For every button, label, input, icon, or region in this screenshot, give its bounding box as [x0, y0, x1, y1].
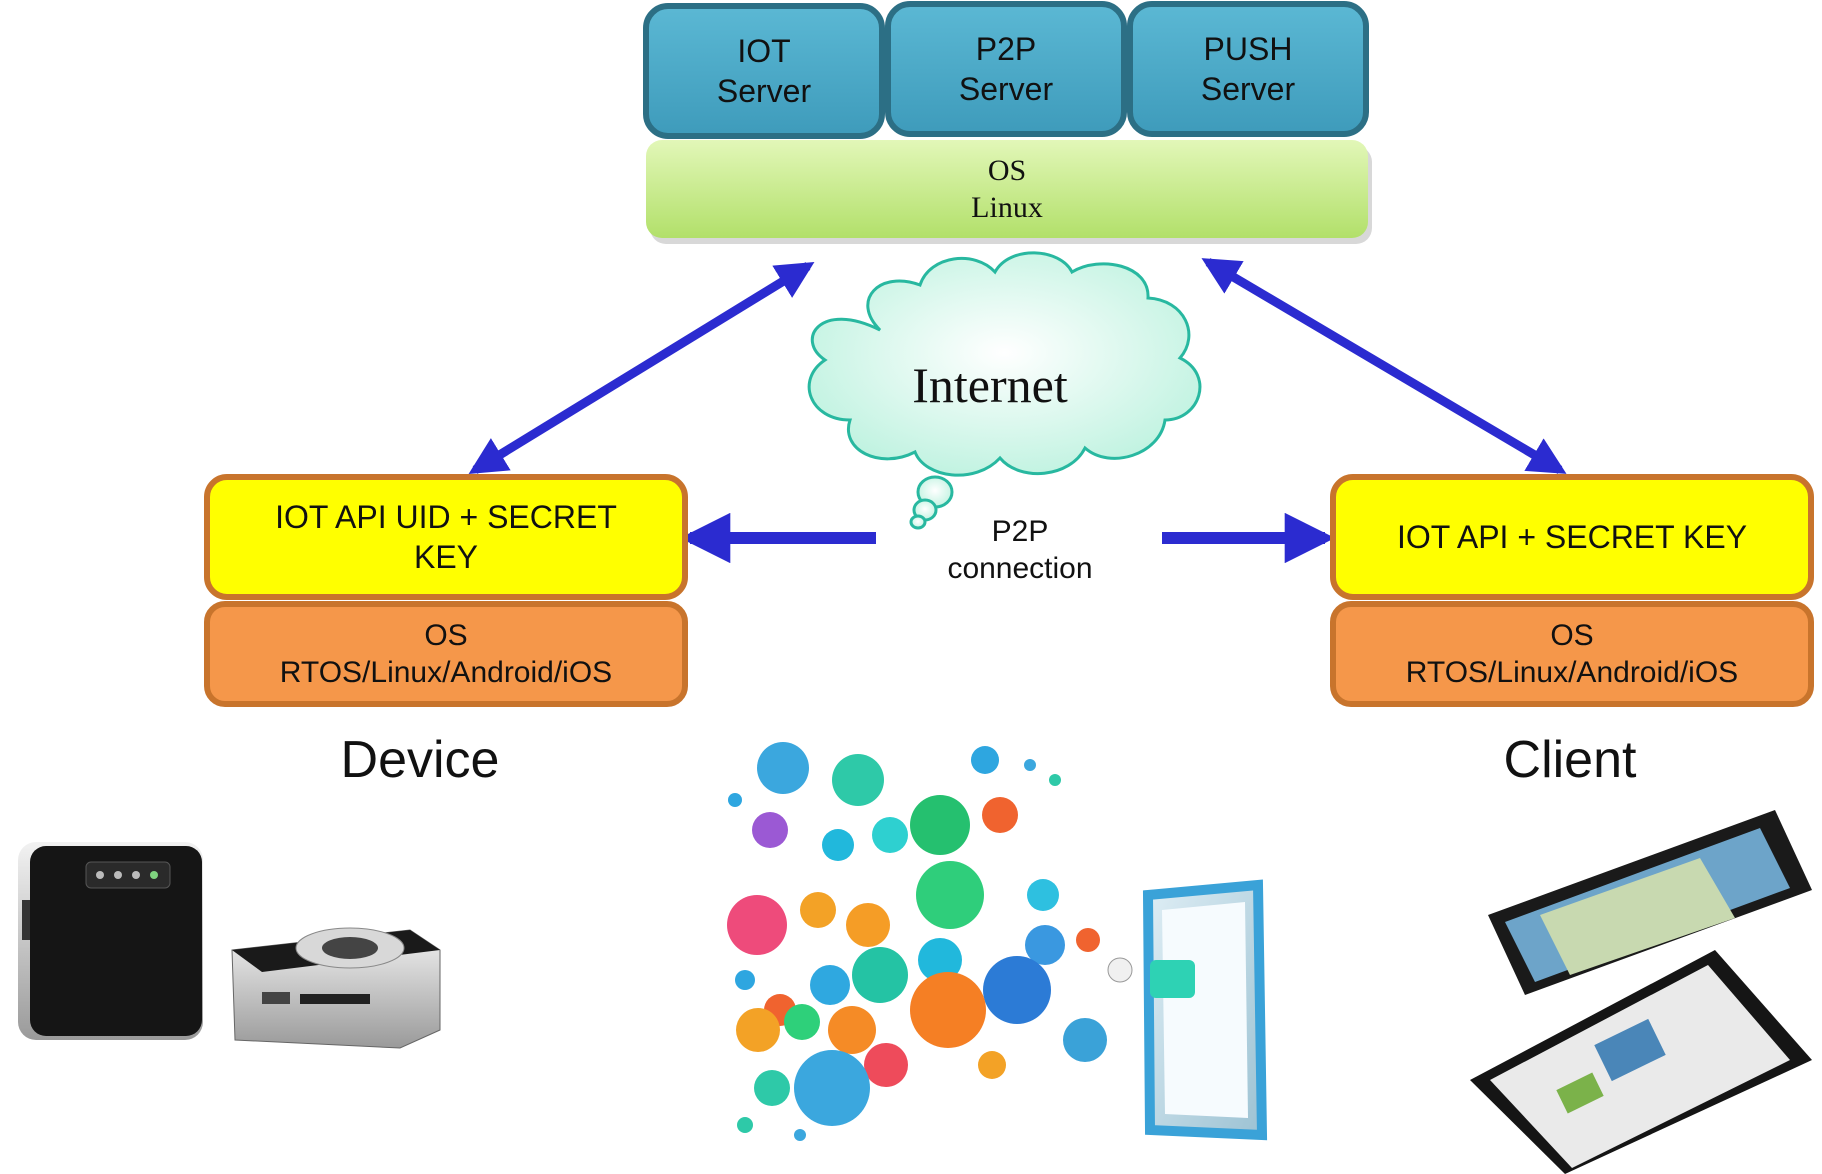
server-os-box	[646, 140, 1368, 238]
device-api-box	[204, 474, 688, 600]
client-os-box	[1330, 601, 1814, 707]
client-os-label: OS RTOS/Linux/Android/iOS	[1405, 618, 1739, 690]
push-server-label: PUSH Server	[1200, 31, 1296, 107]
server-os-label: OS Linux	[971, 153, 1043, 225]
apps-illustration	[727, 742, 1268, 1141]
push-server-box	[1127, 1, 1369, 137]
internet-cloud	[807, 251, 1202, 530]
device-api-label: IOT API UID + SECRET KEY	[275, 499, 617, 575]
client-server-arrow	[1201, 258, 1567, 474]
device-camera-image	[18, 842, 441, 1049]
p2p-server-label: P2P Server	[958, 31, 1054, 107]
device-server-arrow	[468, 262, 815, 474]
p2p-server-box	[885, 1, 1127, 137]
client-api-box	[1330, 474, 1814, 600]
internet-label: Internet	[912, 356, 1068, 413]
device-os-label: OS RTOS/Linux/Android/iOS	[279, 618, 613, 690]
iot-server-box	[643, 3, 885, 139]
device-os-box	[204, 601, 688, 707]
device-caption: Device	[340, 730, 500, 789]
client-api-label: IOT API + SECRET KEY	[1396, 519, 1748, 555]
p2p-connection-label: P2P connection	[947, 514, 1093, 586]
client-caption: Client	[1503, 730, 1637, 789]
iot-server-label: IOT Server	[716, 33, 812, 109]
client-phones-image	[1470, 810, 1812, 1174]
